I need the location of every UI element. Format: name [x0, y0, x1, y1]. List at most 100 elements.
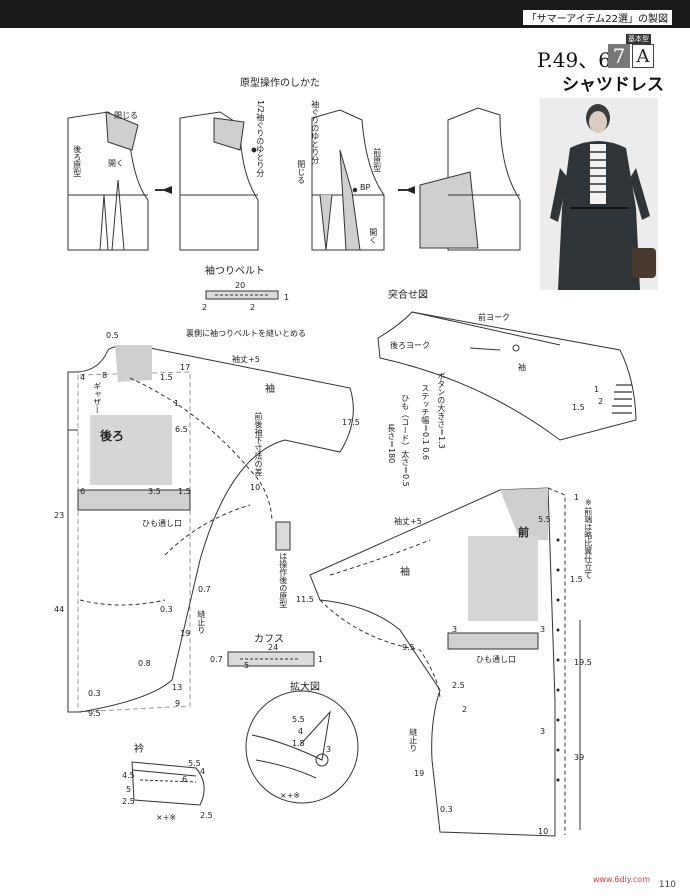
- label-back-yoke: 後ろヨーク: [390, 340, 430, 350]
- item-number: 7: [608, 44, 630, 68]
- co-n6: 2.5: [122, 797, 135, 806]
- assembly-note-4: 長さ＝180: [386, 424, 396, 464]
- cuffs-c: 1: [318, 655, 323, 664]
- fn-g: 19.5: [574, 658, 592, 667]
- label-sleeve: 袖: [265, 382, 275, 395]
- label-front-sleeve: 袖: [400, 565, 410, 578]
- bn-j: 6: [80, 487, 85, 496]
- bn-r: 0.8: [138, 659, 151, 668]
- fn-o: 1: [574, 493, 579, 502]
- assembly-note-2: ステッチ幅＝0.1 0.6: [420, 384, 430, 460]
- co-n1: 5.5: [188, 759, 201, 768]
- label-front-sleeve-plus5: 袖丈+5: [394, 516, 422, 526]
- co-n3: 4.5: [122, 771, 135, 780]
- label-pattern-note: は操作後の原型: [278, 552, 288, 608]
- label-cord-casing: ひも通し口: [142, 518, 182, 528]
- note-belt: 裏側に袖つりベルトを縫いとめる: [186, 328, 306, 338]
- co-n4: 6: [182, 775, 187, 784]
- en-n1: 5.5: [292, 715, 305, 724]
- base-badge: 基本型: [626, 34, 651, 44]
- co-n5: 5: [126, 785, 131, 794]
- label-front-note: ※前端は略比翼仕立て: [583, 498, 593, 579]
- label-close2: 閉じる: [296, 160, 306, 184]
- bn-a: 0.5: [106, 331, 119, 340]
- assembly-note-3: ひも（コード）太さ＝0.5: [400, 394, 410, 487]
- label-back: 後ろ: [100, 428, 124, 443]
- bn-l: 1.5: [178, 487, 191, 496]
- label-front: 前: [518, 525, 529, 539]
- label-armhole-ease2: 袖ぐりのゆとり分: [310, 100, 320, 164]
- cuffs-heading: カフス: [254, 633, 284, 645]
- bn-u: 9.5: [88, 709, 101, 718]
- assembly-heading: 突合せ図: [388, 288, 428, 301]
- assembly-m1: 1: [594, 385, 599, 394]
- bn-q: 19: [180, 629, 190, 638]
- bn-s: 13: [172, 683, 182, 692]
- fn-d: 1.5: [570, 575, 583, 584]
- label-back-bodice: 後ろ原型: [72, 145, 82, 177]
- bn-o: 0.7: [198, 585, 211, 594]
- label-armhole-ease: 1/2袖ぐりのゆとり分: [255, 100, 265, 177]
- op-heading: 原型操作のしかた: [240, 76, 320, 89]
- sleeve-belt-w: 20: [235, 281, 245, 290]
- label-close: 閉じる: [114, 111, 138, 120]
- label-vent: 縫止り: [196, 610, 206, 634]
- bn-t: 0.3: [88, 689, 101, 698]
- label-front-bodice: 前原型: [372, 148, 382, 172]
- fn-i: 2: [462, 705, 467, 714]
- co-n2: 4: [200, 767, 205, 776]
- cuffs-w: 24: [268, 643, 278, 652]
- bn-i: 10: [250, 483, 260, 492]
- collar-heading: 衿: [134, 742, 144, 755]
- fn-l: 19: [414, 769, 424, 778]
- fn-b: 11.5: [296, 595, 314, 604]
- label-gather: ギャザー: [92, 382, 102, 414]
- assembly-m2: 2: [598, 397, 603, 406]
- label-front-vent: 縫止り: [408, 728, 418, 752]
- cuffs-b: 5: [244, 661, 249, 670]
- label-front-yoke: 前ヨーク: [478, 312, 510, 322]
- assembly-note-1: ボタンの大きさ＝1.3: [436, 372, 446, 449]
- en-n3: 1.5: [292, 739, 305, 748]
- fn-c: 3: [452, 625, 457, 634]
- bn-b: 17: [180, 363, 190, 372]
- bn-e: 1.5: [160, 373, 173, 382]
- label-sleeve-diff: 前後袖下寸法の差: [254, 412, 263, 476]
- fn-j: 3: [540, 727, 545, 736]
- label-assembly-sleeve: 袖: [518, 362, 526, 372]
- co-mark: ×+※: [156, 813, 176, 822]
- fn-e: 9.5: [402, 643, 415, 652]
- sleeve-belt-b: 2: [250, 303, 255, 312]
- pattern-letter: A: [632, 44, 654, 68]
- bn-f: 1: [174, 399, 179, 408]
- cuffs-a: 0.7: [210, 655, 223, 664]
- sleeve-belt-heading: 袖つりベルト: [205, 264, 265, 277]
- bn-c: 4: [80, 373, 85, 382]
- fn-a: 5.5: [538, 515, 551, 524]
- sleeve-belt-a: 2: [202, 303, 207, 312]
- chapter-label: 「サマーアイテム22選」の製図: [522, 10, 672, 25]
- label-sleeve-plus5: 袖丈+5: [232, 354, 260, 364]
- assembly-m3: 1.5: [572, 403, 585, 412]
- bn-v: 9: [175, 699, 180, 708]
- fn-k: 39: [574, 753, 584, 762]
- bn-d: 8: [102, 371, 107, 380]
- model-photo-illustration: [540, 98, 658, 290]
- label-front-cord-casing: ひも通し口: [476, 654, 516, 664]
- label-bp: BP: [360, 183, 370, 192]
- page-title: シャツドレス: [562, 75, 664, 95]
- bn-m: 23: [54, 511, 64, 520]
- co-n7: 2.5: [200, 811, 213, 820]
- sleeve-belt-c: 1: [284, 293, 289, 302]
- fn-n: 10: [538, 827, 548, 836]
- bn-h: 17.5: [342, 418, 360, 427]
- en-n2: 4: [298, 727, 303, 736]
- page-number: 110: [658, 880, 676, 890]
- label-open2: 開く: [368, 228, 378, 244]
- bn-n: 44: [54, 605, 64, 614]
- fn-f: 3: [540, 625, 545, 634]
- en-mark: ×+※: [280, 791, 300, 800]
- bn-g: 6.5: [175, 425, 188, 434]
- enlarged-heading: 拡大図: [290, 680, 320, 693]
